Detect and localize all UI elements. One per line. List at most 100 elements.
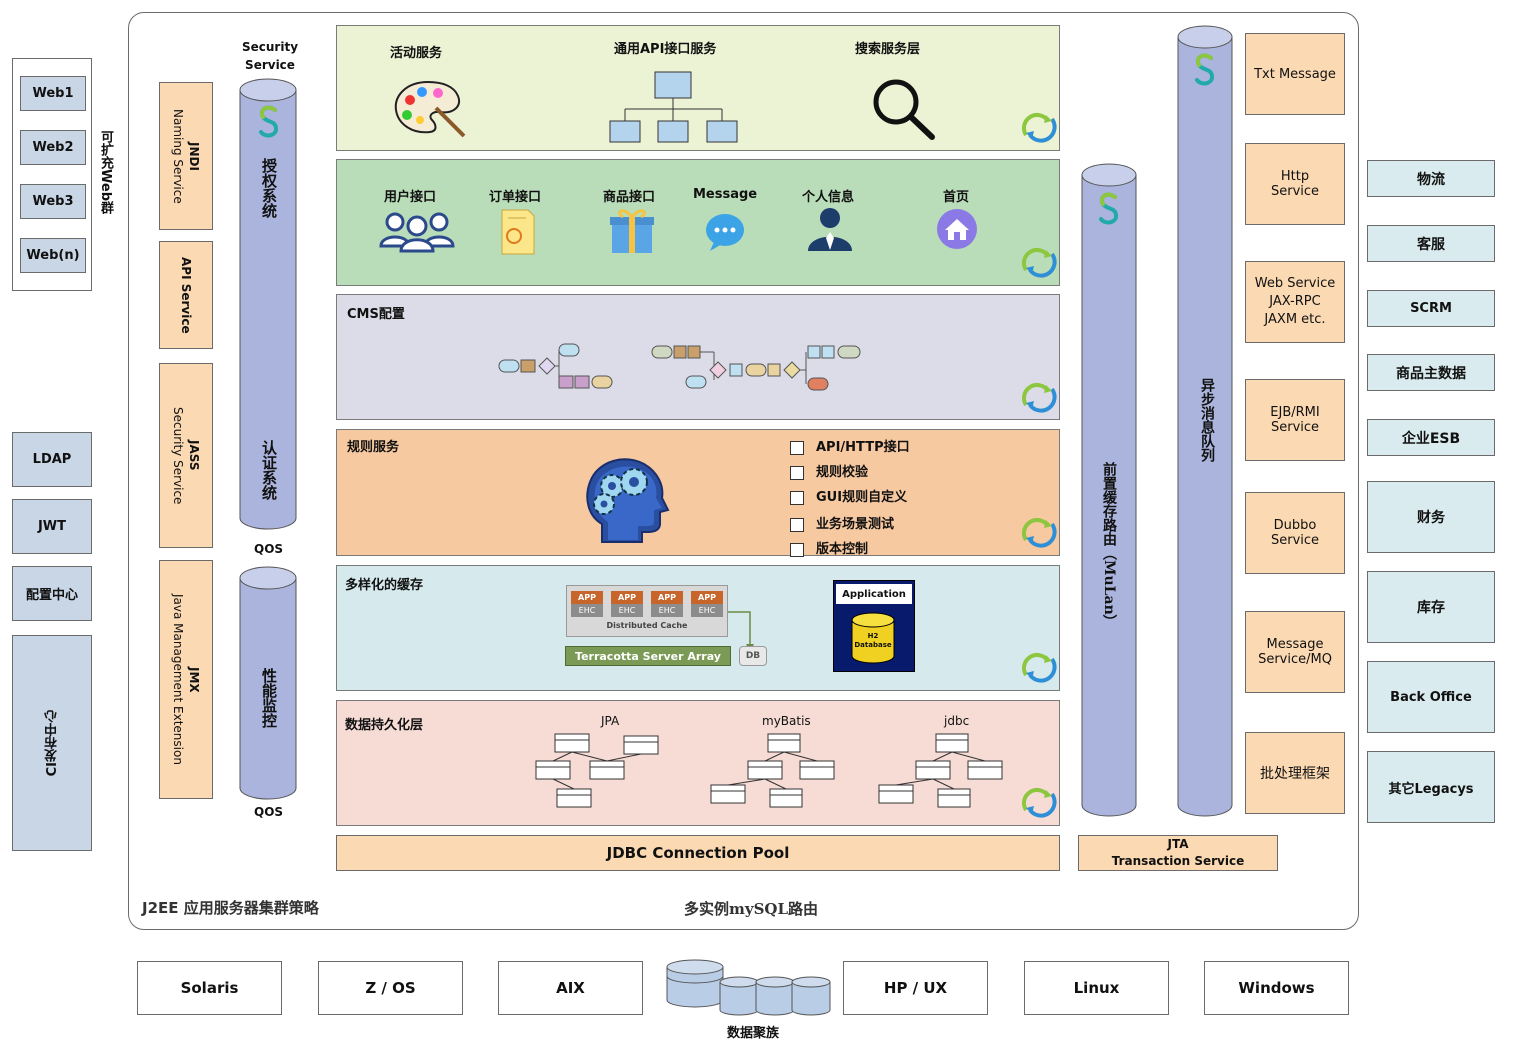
ci-release-box[interactable]: CI发布中心: [12, 635, 92, 851]
os-solaris[interactable]: Solaris: [137, 961, 282, 1015]
os-windows[interactable]: Windows: [1204, 961, 1349, 1015]
ejb-rmi-box[interactable]: EJB/RMI Service: [1245, 379, 1345, 461]
web-group-title: 可扩充Web群: [98, 130, 113, 214]
api-service-box[interactable]: API Service: [159, 241, 213, 349]
jndi-desc: Naming Service: [171, 108, 185, 204]
user-api-label: 用户接口: [384, 190, 437, 205]
security-cylinder: [239, 78, 297, 530]
jta-line2: Transaction Service: [1111, 854, 1245, 868]
jass-desc: Security Service: [171, 406, 185, 505]
sync-icon: [1022, 653, 1057, 683]
legacy-enterprise-esb[interactable]: 企业ESB: [1367, 419, 1495, 456]
rule-item-label: 版本控制: [816, 542, 869, 557]
app-label: APP: [651, 591, 683, 604]
mysql-label: 多实例mySQL路由: [684, 900, 819, 918]
legacy-back-office[interactable]: Back Office: [1367, 661, 1495, 733]
gift-icon: [610, 209, 654, 253]
common-api-label: 通用API接口服务: [614, 42, 717, 57]
rule-item-gui[interactable]: GUI规则自定义: [790, 486, 907, 505]
app-ehc-4: APP EHC: [690, 589, 724, 619]
rule-item-label: API/HTTP接口: [816, 440, 910, 455]
sync-icon: [1022, 248, 1057, 278]
jass-name: JASS: [187, 440, 201, 471]
ehc-label: EHC: [691, 604, 723, 617]
batch-framework-box[interactable]: 批处理框架: [1245, 732, 1345, 814]
dubbo-service-box[interactable]: Dubbo Service: [1245, 492, 1345, 574]
search-layer-label: 搜索服务层: [855, 42, 921, 57]
users-icon: [379, 212, 455, 253]
ldap-box[interactable]: LDAP: [12, 432, 92, 487]
checkbox-icon[interactable]: [790, 542, 804, 557]
persistence-title: 数据持久化层: [345, 718, 424, 733]
app-label: APP: [611, 591, 643, 604]
os-zos[interactable]: Z / OS: [318, 961, 463, 1015]
rule-item-api[interactable]: API/HTTP接口: [790, 436, 910, 455]
jpa-class-diagram: [535, 733, 659, 808]
checkbox-icon[interactable]: [790, 465, 804, 480]
person-icon: [808, 208, 852, 251]
app-ehc-1: APP EHC: [570, 589, 604, 619]
legacy-scrm[interactable]: SCRM: [1367, 290, 1495, 327]
legacy-finance[interactable]: 财务: [1367, 481, 1495, 553]
activity-service-label: 活动服务: [390, 46, 443, 61]
http-service-box[interactable]: Http Service: [1245, 143, 1345, 225]
checkbox-icon[interactable]: [790, 490, 804, 505]
txt-message-box[interactable]: Txt Message: [1245, 33, 1345, 115]
os-aix[interactable]: AIX: [498, 961, 643, 1015]
authentication-label: 认证系统: [260, 440, 278, 500]
order-api-label: 订单接口: [489, 190, 542, 205]
api-service-name: API Service: [179, 256, 193, 334]
jta-box[interactable]: JTA Transaction Service: [1078, 835, 1278, 871]
app-label: APP: [691, 591, 723, 604]
terracotta-array: Terracotta Server Array: [565, 646, 731, 666]
legacy-other[interactable]: 其它Legacys: [1367, 751, 1495, 823]
jmx-box[interactable]: JMX Java Management Extension: [159, 560, 213, 799]
ci-release-label: CI发布中心: [44, 709, 60, 777]
rule-item-scenario[interactable]: 业务场景测试: [790, 513, 894, 532]
async-queue-cylinder: [1177, 25, 1233, 817]
cms-config-title: CMS配置: [347, 307, 405, 322]
checkbox-icon[interactable]: [790, 517, 804, 532]
jwt-box[interactable]: JWT: [12, 499, 92, 554]
web-service-box[interactable]: Web Service JAX-RPC JAXM etc.: [1245, 261, 1345, 343]
jndi-box[interactable]: JNDI Naming Service: [159, 82, 213, 230]
checkbox-icon[interactable]: [790, 440, 804, 455]
os-hpux[interactable]: HP / UX: [843, 961, 988, 1015]
org-chart-icon: [609, 71, 738, 143]
rule-item-label: GUI规则自定义: [816, 490, 908, 505]
jdbc-connection-pool[interactable]: JDBC Connection Pool: [336, 835, 1060, 871]
web1-box[interactable]: Web1: [20, 76, 86, 111]
web3-box[interactable]: Web3: [20, 184, 86, 219]
qos-title: QOS: [254, 542, 284, 556]
h2-database-label: H2 Database: [854, 632, 892, 649]
cache-router-cylinder: [1081, 163, 1137, 817]
legacy-inventory[interactable]: 库存: [1367, 571, 1495, 643]
config-center-box[interactable]: 配置中心: [12, 566, 92, 621]
order-icon: [501, 209, 535, 255]
home-icon: [937, 209, 977, 249]
os-linux[interactable]: Linux: [1024, 961, 1169, 1015]
app-label: APP: [571, 591, 603, 604]
ehc-label: EHC: [571, 604, 603, 617]
security-logo-icon: [259, 105, 278, 138]
webn-box[interactable]: Web(n): [20, 238, 86, 273]
chat-bubble-icon: [706, 214, 744, 251]
legacy-customer-service[interactable]: 客服: [1367, 225, 1495, 262]
jpa-label: JPA: [601, 714, 620, 728]
queue-logo-icon: [1195, 53, 1214, 86]
message-mq-box[interactable]: Message Service/MQ: [1245, 611, 1345, 693]
performance-monitor-label: 性能监控: [260, 668, 278, 728]
rules-layer: [336, 429, 1060, 556]
jass-box[interactable]: JASS Security Service: [159, 363, 213, 548]
web2-box[interactable]: Web2: [20, 130, 86, 165]
rule-item-validation[interactable]: 规则校验: [790, 461, 868, 480]
legacy-product-master[interactable]: 商品主数据: [1367, 354, 1495, 391]
rule-item-label: 业务场景测试: [816, 517, 895, 532]
qos-bottom-label: QOS: [254, 805, 284, 819]
rules-title: 规则服务: [347, 440, 400, 455]
cluster-label: J2EE 应用服务器集群策略: [142, 899, 319, 917]
rule-item-version[interactable]: 版本控制: [790, 538, 868, 557]
ehc-label: EHC: [651, 604, 683, 617]
legacy-logistics[interactable]: 物流: [1367, 160, 1495, 197]
application-label: Application: [836, 584, 912, 604]
